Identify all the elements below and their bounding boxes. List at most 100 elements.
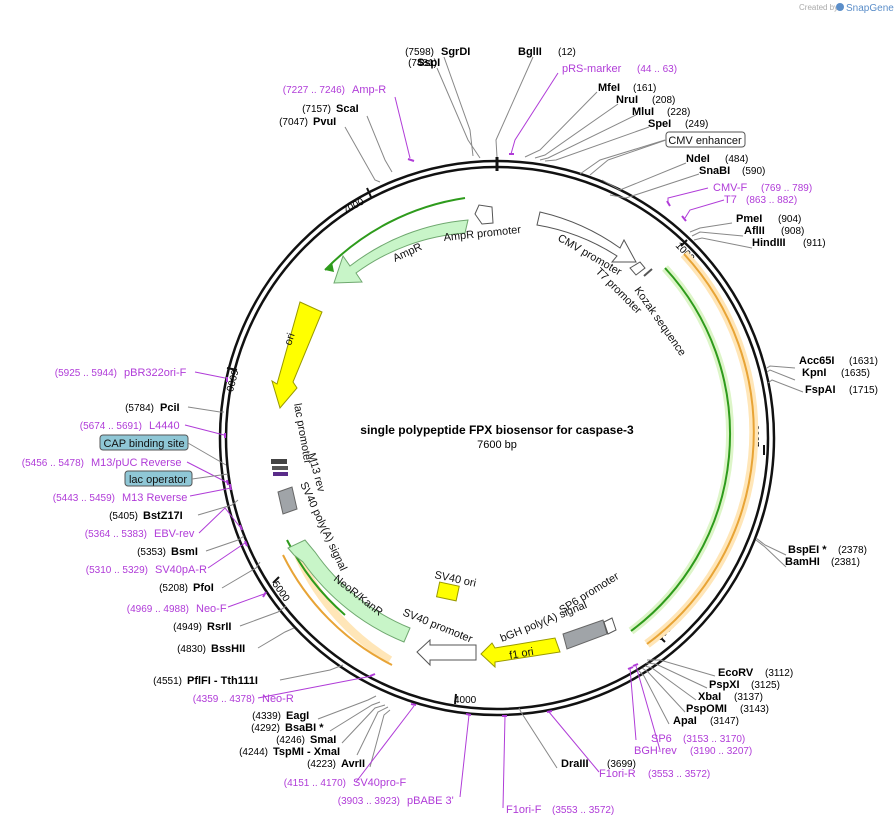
primer-range: (863 .. 882) [746,195,797,206]
kozak-feature [643,268,653,277]
site-name: Acc65I [799,355,834,367]
primer-range: (44 .. 63) [637,64,677,75]
site-pos: (3112) [765,668,793,679]
ori-feature [271,301,323,410]
bgh-polya-feature [562,619,608,650]
primer-range: (3903 .. 3923) [338,796,400,807]
primer-range: (5310 .. 5329) [86,565,148,576]
site-pos: (228) [667,107,690,118]
site-name: PfoI [193,582,214,594]
site-pos: (2381) [831,557,860,568]
primer-name: EBV-rev [154,528,195,540]
site-pos: (1715) [849,385,878,396]
site-pos: (4246) [276,735,305,746]
primer-name: F1ori-F [506,804,542,816]
primer-range: (3553 .. 3572) [648,769,710,780]
orf-green-line-top [324,197,466,271]
site-pos: (5405) [109,511,138,522]
leader-lines [187,56,804,769]
primer-range: (4151 .. 4170) [284,778,346,789]
primer-range: (3553 .. 3572) [552,805,614,816]
site-name: BamHI [785,556,820,568]
ampr-feature [333,219,469,284]
primer-name: Amp-R [352,84,386,96]
site-pos: (911) [803,238,826,249]
cmv-enhancer-box [665,131,746,148]
primer-range: (3190 .. 3207) [690,746,752,757]
site-name: PspOMI [686,703,727,715]
ampr-promoter-feature [474,204,494,225]
site-name: PciI [160,402,180,414]
primer-name: L4440 [149,420,180,432]
site-name: MfeI [598,82,620,94]
site-pos: (4830) [177,644,206,655]
site-pos: (4551) [153,676,182,687]
lac-operator-label: lac operator [129,474,187,486]
primer-range: (5925 .. 5944) [55,368,117,379]
sv40-promoter-label: SV40 promoter [401,607,474,646]
site-name: BspEI * [788,544,827,556]
site-name: NdeI [686,153,710,165]
site-name: SspI [417,57,440,69]
primer-name: SP6 [651,733,672,745]
tick-7000: 7000 [341,196,366,216]
site-pos: (7481) [408,58,437,69]
sv40-polya-feature [277,486,298,515]
site-pos: (3125) [751,680,780,691]
plasmid-size: 7600 bp [477,439,517,451]
site-pos: (4292) [251,723,280,734]
snapgene-brand: SnapGene [846,3,894,14]
sp6-promoter-label: SP6 promoter [557,570,621,616]
primer-range: (3153 .. 3170) [683,734,745,745]
site-name: NruI [616,94,638,106]
site-pos: (5353) [137,547,166,558]
primer-name: M13/pUC Reverse [91,457,181,469]
primer-name: BGH-rev [634,745,677,757]
primer-name: Neo-F [196,603,227,615]
site-name: AvrII [341,758,365,770]
f1-ori-feature [480,637,561,669]
site-name: XbaI [698,691,721,703]
site-name: BglII [518,46,542,58]
neo-feature [287,539,411,643]
site-name: SnaBI [699,165,730,177]
site-name: PvuI [313,116,336,128]
primer-range: (7227 .. 7246) [283,85,345,96]
site-name: AflII [744,225,765,237]
primer-name: Neo-R [262,693,294,705]
primer-name: M13 Reverse [122,492,187,504]
site-pos: (1631) [849,356,878,367]
primer-range: (5443 .. 5459) [53,493,115,504]
site-name: SgrDI [441,46,470,58]
site-pos: (12) [558,47,576,58]
primer-range: (5674 .. 5691) [80,421,142,432]
primer-name: F1ori-R [599,768,636,780]
site-pos: (5784) [125,403,154,414]
primer-labels: (7227 .. 7246) Amp-R pRS-marker (44 .. 6… [22,63,812,816]
primer-range: (5364 .. 5383) [85,529,147,540]
site-name: SpeI [648,118,671,130]
orf-green-line-outer [630,267,732,632]
lac-operator-mark [271,459,287,464]
m13-mark-2 [273,472,288,476]
tick-4000: 4000 [454,695,477,706]
primer-range: (4359 .. 4378) [193,694,255,705]
site-name: MluI [632,106,654,118]
cap-binding-site-box [99,434,189,451]
site-pos: (4949) [173,622,202,633]
site-name: RsrII [207,621,231,633]
primer-name: CMV-F [713,182,748,194]
site-name: BsaBI * [285,722,324,734]
site-name: SmaI [310,734,336,746]
site-pos: (161) [633,83,656,94]
site-pos: (208) [652,95,675,106]
site-pos: (904) [778,214,801,225]
site-pos: (3147) [710,716,739,727]
site-pos: (908) [781,226,804,237]
primer-range: (4969 .. 4988) [127,604,189,615]
primer-name: pRS-marker [562,63,622,75]
site-pos: (4244) [239,747,268,758]
orf-arcs [282,197,759,666]
boxed-labels: CMV enhancer CAP binding site lac operat… [99,131,746,487]
t7-promoter-feature [629,261,646,276]
